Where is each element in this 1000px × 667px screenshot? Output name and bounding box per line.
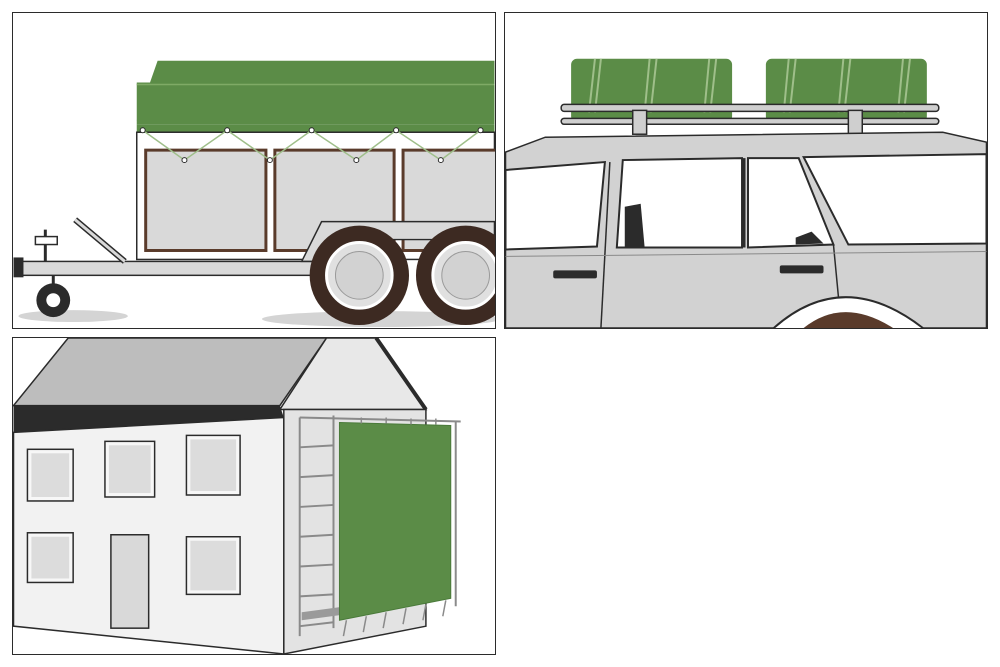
wheel xyxy=(803,312,894,328)
seat-headrest xyxy=(795,231,824,245)
roof-eave xyxy=(13,405,284,433)
front-door xyxy=(110,534,150,629)
panel-trailer-tarp xyxy=(12,12,496,329)
body-crease xyxy=(505,250,987,257)
window-glass xyxy=(31,439,237,591)
trailer-illustration xyxy=(13,60,495,328)
tarp-ties xyxy=(342,417,447,637)
quarter-window xyxy=(802,153,987,246)
tarp-screen xyxy=(338,421,452,621)
panel-facade-tarp xyxy=(12,337,496,655)
hitch-coupler xyxy=(13,257,24,278)
panel-roof-rack-tarp xyxy=(504,12,988,329)
side-panel xyxy=(144,148,268,252)
rack-foot xyxy=(847,109,864,135)
seat-headrest xyxy=(624,203,645,248)
scaffold-plank xyxy=(301,606,347,621)
front-window xyxy=(505,160,606,251)
house-illustration xyxy=(13,338,461,654)
car-illustration xyxy=(505,58,987,328)
roof-rack-rail xyxy=(560,103,940,113)
house-roof xyxy=(13,338,328,407)
door-handle xyxy=(779,265,824,274)
jockey-handle xyxy=(34,235,58,246)
rear-door-window xyxy=(615,157,744,249)
door-handle xyxy=(553,270,597,279)
drawbar xyxy=(20,260,351,277)
ground-shadow xyxy=(18,310,128,323)
rope-hooks xyxy=(139,127,484,164)
roof-rack-rail xyxy=(560,117,940,126)
door-seam xyxy=(600,162,611,328)
bundle-straps xyxy=(588,58,911,113)
scaffold-frame xyxy=(298,415,461,637)
tarp-front xyxy=(136,82,495,125)
rack-foot xyxy=(631,109,648,135)
